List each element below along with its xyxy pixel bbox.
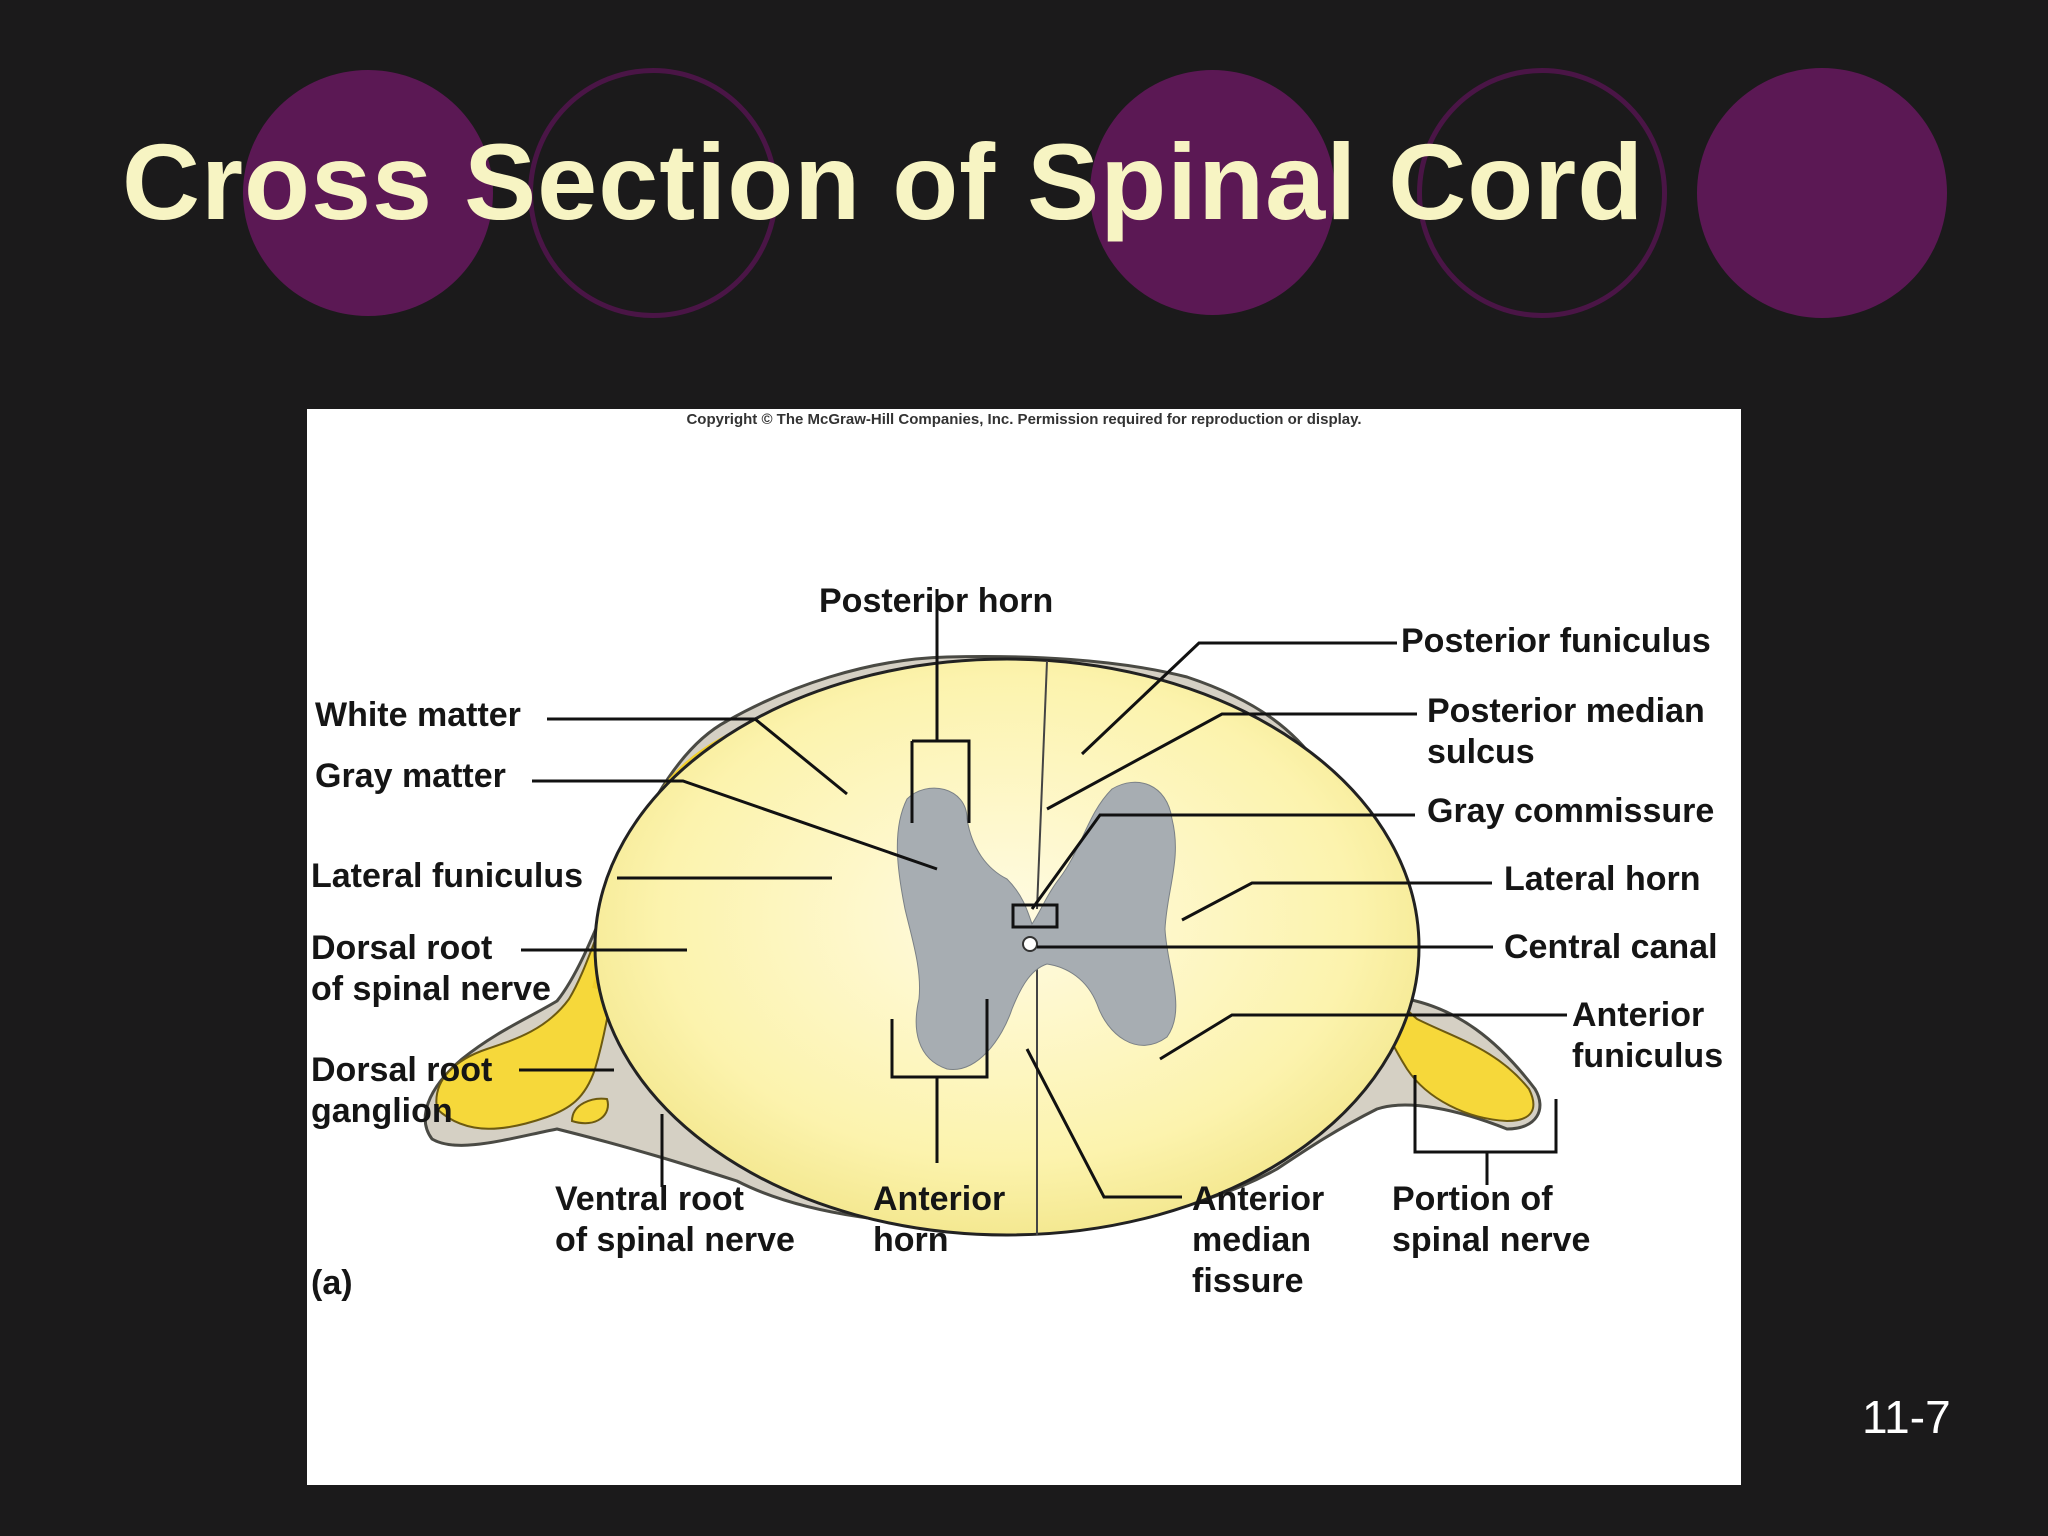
posterior-median-sulcus-line <box>1036 660 1048 910</box>
spinal-cord-illustration <box>423 589 1567 1237</box>
decorative-circle-1 <box>243 70 493 316</box>
spinal-cord-figure: Copyright © The McGraw-Hill Companies, I… <box>307 409 1741 1485</box>
decorative-circle-3 <box>1697 68 1947 318</box>
decorative-ring-1 <box>528 68 778 318</box>
ventral-root-shape <box>570 1097 609 1125</box>
decorative-ring-2 <box>1417 68 1667 318</box>
label-lateral-funiculus: Lateral funiculus <box>311 857 584 895</box>
decorative-circle-2 <box>1090 70 1335 315</box>
label-lateral-horn: Lateral horn <box>1504 860 1701 898</box>
label-posterior-horn: Posterior horn <box>819 582 1054 620</box>
panel-label: (a) <box>311 1264 353 1302</box>
label-gray-matter: Gray matter <box>315 757 506 795</box>
label-central-canal: Central canal <box>1504 928 1718 966</box>
central-canal-shape <box>1022 936 1038 952</box>
label-posterior-funiculus: Posterior funiculus <box>1401 622 1711 660</box>
label-white-matter: White matter <box>315 696 521 734</box>
copyright-notice: Copyright © The McGraw-Hill Companies, I… <box>686 411 1362 428</box>
label-gray-commissure: Gray commissure <box>1427 792 1715 830</box>
slide-page-number: 11-7 <box>1862 1391 1951 1443</box>
slide-title: Cross Section of Spinal Cord <box>122 121 1645 242</box>
